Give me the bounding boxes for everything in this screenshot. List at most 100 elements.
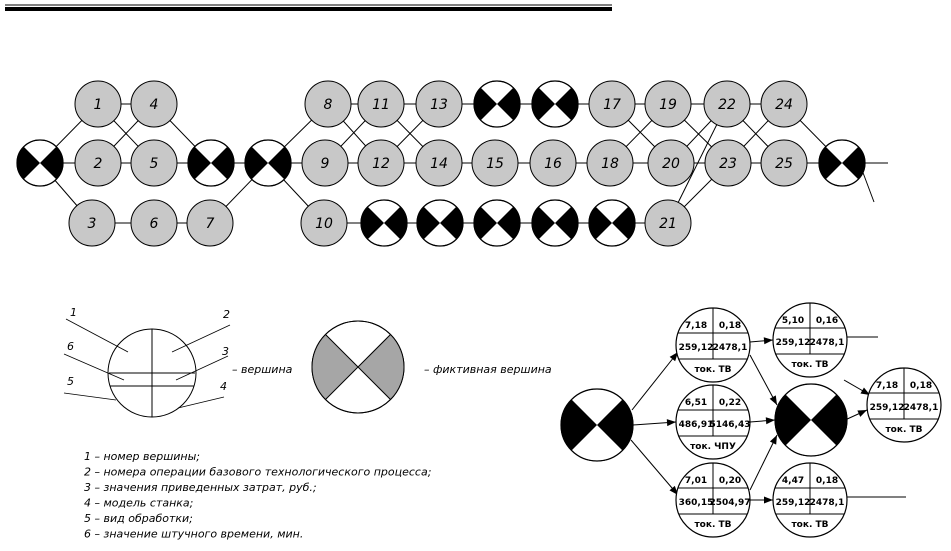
vertex-number: 18 <box>601 156 619 172</box>
example-edges <box>630 336 906 504</box>
callout-number: 2 <box>223 308 230 321</box>
fictive-vertex <box>244 139 292 187</box>
example-edge <box>750 496 773 504</box>
fictive-vertex <box>774 383 848 457</box>
callout-number: 5 <box>67 375 74 388</box>
example-edge <box>844 409 868 421</box>
vertex-number: 4 <box>150 97 159 113</box>
graph-vertex: 25 <box>760 139 808 187</box>
graph-vertex: 15 <box>471 139 519 187</box>
legend-item: 3 – значения приведенных затрат, руб.; <box>84 481 317 494</box>
graph-vertex: 4 <box>130 80 178 128</box>
graph-vertex: 19 <box>644 80 692 128</box>
vertex-number: 13 <box>430 97 448 113</box>
example-edge <box>632 419 677 427</box>
fictive-vertex <box>187 139 235 187</box>
vertex-cost: 259,12 <box>776 338 811 348</box>
graph-vertex: 2 <box>74 139 122 187</box>
vertex-number: 9 <box>321 156 330 172</box>
vertex-model: 2478,1 <box>904 403 939 413</box>
vertex-cost: 259,12 <box>679 343 714 353</box>
vertex-number: 22 <box>718 97 736 113</box>
legend-callout-numbers: 1 6 5 2 3 4 <box>67 306 230 393</box>
fictive-vertex <box>588 199 636 247</box>
vertex-number: 24 <box>775 97 793 113</box>
example-edge <box>843 379 871 396</box>
legend-item: 6 – значение штучного времени, мин. <box>84 528 303 541</box>
vertex-time: 4,47 <box>782 476 804 486</box>
fictive-vertex <box>473 199 521 247</box>
fictive-vertex <box>818 139 866 187</box>
legend-callout-lines <box>63 318 231 409</box>
vertex-model: 5146,43 <box>710 420 751 430</box>
vertex-caption: – вершина <box>232 363 293 376</box>
vertex-coef: 0,18 <box>719 321 741 331</box>
vertex-coef: 0,18 <box>816 476 838 486</box>
vertex-time: 7,01 <box>685 476 707 486</box>
callout-number: 6 <box>67 340 74 353</box>
vertex-number: 20 <box>662 156 680 172</box>
legend-item: 1 – номер вершины; <box>84 450 200 463</box>
fictive-vertex <box>560 388 634 462</box>
vertex-type: ток. ТВ <box>885 425 922 435</box>
graph-vertex: 13 <box>415 80 463 128</box>
vertex-time: 6,51 <box>685 398 707 408</box>
graph-vertex: 9 <box>301 139 349 187</box>
graph-vertex: 7 <box>186 199 234 247</box>
vertex-coef: 0,18 <box>910 381 932 391</box>
vertex-model: 2504,97 <box>710 498 751 508</box>
vertex-number: 16 <box>544 156 562 172</box>
graph-vertex: 21 <box>644 199 692 247</box>
vertex-type: ток. ТВ <box>791 520 828 530</box>
graph-vertex: 14 <box>415 139 463 187</box>
graph-edge <box>861 169 875 203</box>
vertex-cost: 259,12 <box>776 498 811 508</box>
vertex-model: 2478,1 <box>810 338 845 348</box>
vertex-cost: 486,91 <box>679 420 714 430</box>
callout-number: 1 <box>70 306 77 319</box>
legend-item: 4 – модель станка; <box>84 497 193 510</box>
vertex-coef: 0,20 <box>719 476 741 486</box>
graph-vertex: 12 <box>357 139 405 187</box>
fictive-vertex <box>531 80 579 128</box>
fictive-vertex <box>360 199 408 247</box>
example-edge <box>631 351 679 411</box>
vertex-type: ток. ТВ <box>694 365 731 375</box>
legend-list: 1 – номер вершины; 2 – номера операции ба… <box>84 450 431 541</box>
vertex-number: 14 <box>430 156 448 172</box>
graph-vertex: 24 <box>760 80 808 128</box>
example-edge <box>630 439 679 496</box>
graph-vertex: 11 <box>357 80 405 128</box>
vertex-cost: 360,15 <box>679 498 714 508</box>
legend-item: 5 – вид обработки; <box>84 512 193 525</box>
graph-vertex: 6 <box>130 199 178 247</box>
example-edge <box>749 354 778 406</box>
graph-vertex: 18 <box>586 139 634 187</box>
vertex-type: ток. ТВ <box>791 360 828 370</box>
legend-fictive-vertex <box>311 320 405 414</box>
callout-number: 3 <box>222 345 229 358</box>
vertex-number: 17 <box>603 97 621 113</box>
callout-number: 4 <box>220 380 227 393</box>
graph-vertex: 1 <box>74 80 122 128</box>
graph-vertex: 5 <box>130 139 178 187</box>
vertex-number: 7 <box>206 216 215 232</box>
example-edge <box>749 417 776 425</box>
legend-item: 2 – номера операции базового технологиче… <box>84 466 431 479</box>
vertex-number: 6 <box>150 216 159 232</box>
vertex-number: 10 <box>315 216 333 232</box>
vertex-number: 23 <box>719 156 737 172</box>
vertex-cost: 259,12 <box>870 403 905 413</box>
vertex-number: 25 <box>775 156 793 172</box>
example-edge <box>749 434 778 491</box>
vertex-number: 3 <box>88 216 97 232</box>
vertex-time: 5,10 <box>782 316 804 326</box>
vertex-model: 2478,1 <box>810 498 845 508</box>
